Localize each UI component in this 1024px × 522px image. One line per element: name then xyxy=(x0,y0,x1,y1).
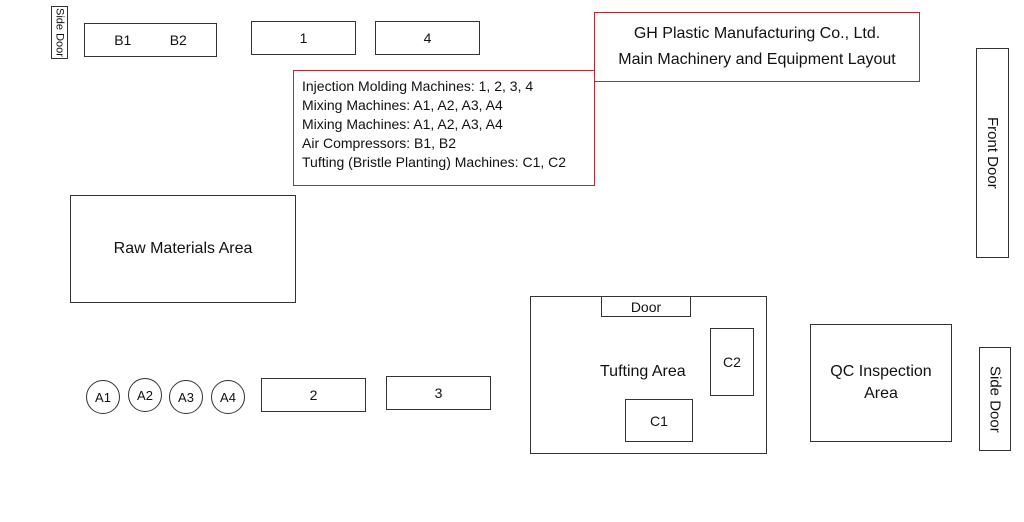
title-line-2: Main Machinery and Equipment Layout xyxy=(618,51,896,68)
side-door-left-label: Side Door xyxy=(53,8,66,57)
tufting-area-label: Tufting Area xyxy=(600,363,686,380)
injection-machine-1: 1 xyxy=(251,21,356,55)
legend-line-5: Tufting (Bristle Planting) Machines: C1,… xyxy=(302,154,567,170)
legend-box: Injection Molding Machines: 1, 2, 3, 4 M… xyxy=(293,70,595,186)
front-door: Front Door xyxy=(976,48,1009,258)
side-door-right: Side Door xyxy=(979,347,1011,451)
injection-machine-1-label: 1 xyxy=(299,30,308,46)
legend-line-1: Injection Molding Machines: 1, 2, 3, 4 xyxy=(302,78,534,94)
title-box: GH Plastic Manufacturing Co., Ltd. Main … xyxy=(594,12,920,82)
tufting-machine-c2-label: C2 xyxy=(723,354,741,370)
raw-materials-area-label: Raw Materials Area xyxy=(113,240,253,257)
compressor-b1-label: B1 xyxy=(114,32,132,48)
mixing-machine-a3-label: A3 xyxy=(178,389,194,405)
injection-machine-3-label: 3 xyxy=(434,385,443,401)
qc-area-label-line-2: Area xyxy=(864,385,898,402)
legend-line-2: Mixing Machines: A1, A2, A3, A4 xyxy=(302,97,503,113)
legend-line-4: Air Compressors: B1, B2 xyxy=(302,135,457,151)
legend-line-3: Mixing Machines: A1, A2, A3, A4 xyxy=(302,116,503,132)
tufting-door: Door xyxy=(601,296,691,317)
title-line-1: GH Plastic Manufacturing Co., Ltd. xyxy=(633,25,881,42)
qc-area-label-line-1: QC Inspection xyxy=(830,363,932,380)
mixing-machine-a2-label: A2 xyxy=(137,387,153,403)
side-door-right-label: Side Door xyxy=(986,365,1004,433)
raw-materials-area: Raw Materials Area xyxy=(70,195,296,303)
tufting-machine-c1: C1 xyxy=(625,399,693,442)
injection-machine-4: 4 xyxy=(375,21,480,55)
tufting-machine-c2: C2 xyxy=(710,328,754,396)
injection-machine-4-label: 4 xyxy=(423,30,432,46)
tufting-door-label: Door xyxy=(630,298,662,315)
compressor-b2-label: B2 xyxy=(169,32,187,48)
mixing-machine-a2: A2 xyxy=(128,378,162,412)
front-door-label: Front Door xyxy=(984,117,1001,189)
injection-machine-3: 3 xyxy=(386,376,491,410)
air-compressors-box: B1 B2 xyxy=(84,23,217,57)
injection-machine-2: 2 xyxy=(261,378,366,412)
side-door-left: Side Door xyxy=(51,6,68,59)
qc-inspection-area: QC Inspection Area xyxy=(810,324,952,442)
tufting-machine-c1-label: C1 xyxy=(650,412,668,429)
mixing-machine-a3: A3 xyxy=(169,380,203,414)
injection-machine-2-label: 2 xyxy=(309,387,318,403)
mixing-machine-a4-label: A4 xyxy=(220,389,236,405)
mixing-machine-a1: A1 xyxy=(86,380,120,414)
mixing-machine-a1-label: A1 xyxy=(95,389,111,405)
mixing-machine-a4: A4 xyxy=(211,380,245,414)
